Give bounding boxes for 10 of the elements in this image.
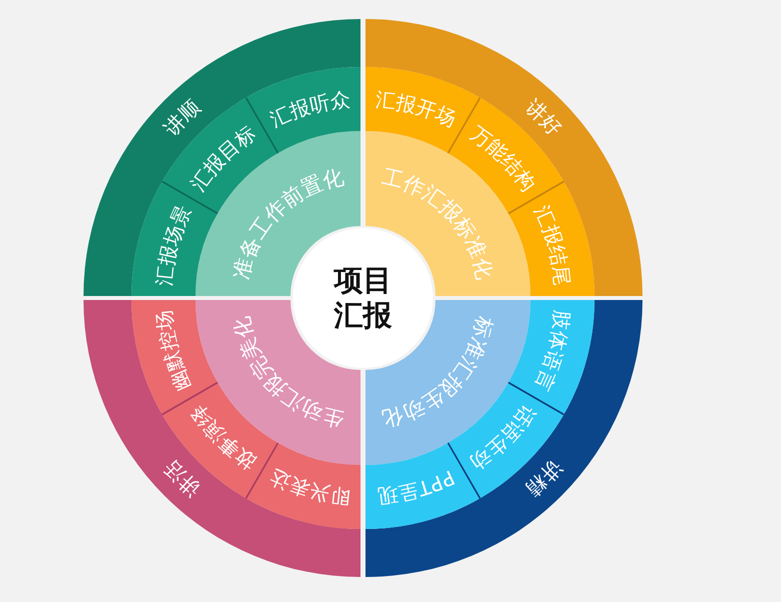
segment-label: 汇报听众 <box>266 87 352 132</box>
outer-ring-segment <box>366 19 642 296</box>
segment-label: 幽默控场 <box>152 309 196 394</box>
segment-label: 汇报场景 <box>152 202 196 287</box>
segment-label: 讲好 <box>521 94 567 140</box>
segment-label: 肢体语言 <box>530 309 574 394</box>
segment-label: 汇报结尾 <box>530 202 574 287</box>
segment-label: PPT呈现 <box>376 465 458 509</box>
segment-label: 汇报开场 <box>374 87 460 132</box>
segment-label: 即兴表达 <box>266 464 352 509</box>
